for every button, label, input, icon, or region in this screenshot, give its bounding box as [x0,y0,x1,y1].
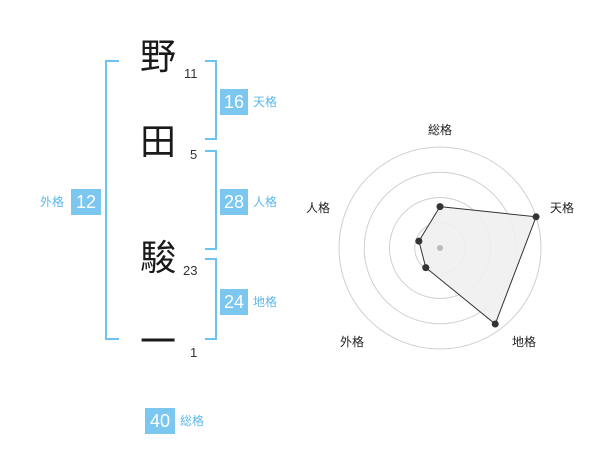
name-char-4: 一 [140,322,177,363]
radar-polygon [418,206,537,325]
tenkaku-value: 16 [220,89,248,115]
chikaku-label: 地格 [253,295,278,309]
radar-ring-1 [338,146,542,350]
gaikaku-label: 外格 [40,195,65,209]
tenkaku-bracket [205,60,217,140]
chikaku-value: 24 [220,289,248,315]
stroke-count-4: 1 [190,345,198,360]
radar-point-5 [415,237,423,245]
tenkaku-label: 天格 [253,95,278,109]
radar-label-gaikaku: 外格 [340,334,364,349]
stroke-count-3: 23 [183,263,198,278]
jinkaku-value: 28 [220,189,248,215]
jinkaku-bracket [205,150,217,250]
gaikaku-value: 12 [71,189,101,215]
name-char-3: 駿 [140,238,177,279]
radar-point-3 [491,320,499,328]
radar-center-dot [437,245,443,251]
jinkaku-label: 人格 [253,195,278,209]
soukaku-value: 40 [145,408,175,434]
radar-label-tenkaku: 天格 [550,200,574,215]
radar-label-jinkaku: 人格 [306,200,330,215]
radar-label-soukaku: 総格 [428,122,452,137]
name-char-2: 田 [140,122,177,163]
stroke-count-1: 11 [184,66,198,81]
name-char-1: 野 [140,37,177,78]
radar-point-1 [436,203,444,211]
radar-point-4 [422,264,430,272]
radar-point-2 [532,213,540,221]
gaikaku-bracket [105,60,119,340]
soukaku-label: 総格 [180,414,205,428]
stroke-count-2: 5 [190,147,198,162]
chikaku-bracket [205,258,217,340]
radar-label-chikaku: 地格 [512,334,536,349]
